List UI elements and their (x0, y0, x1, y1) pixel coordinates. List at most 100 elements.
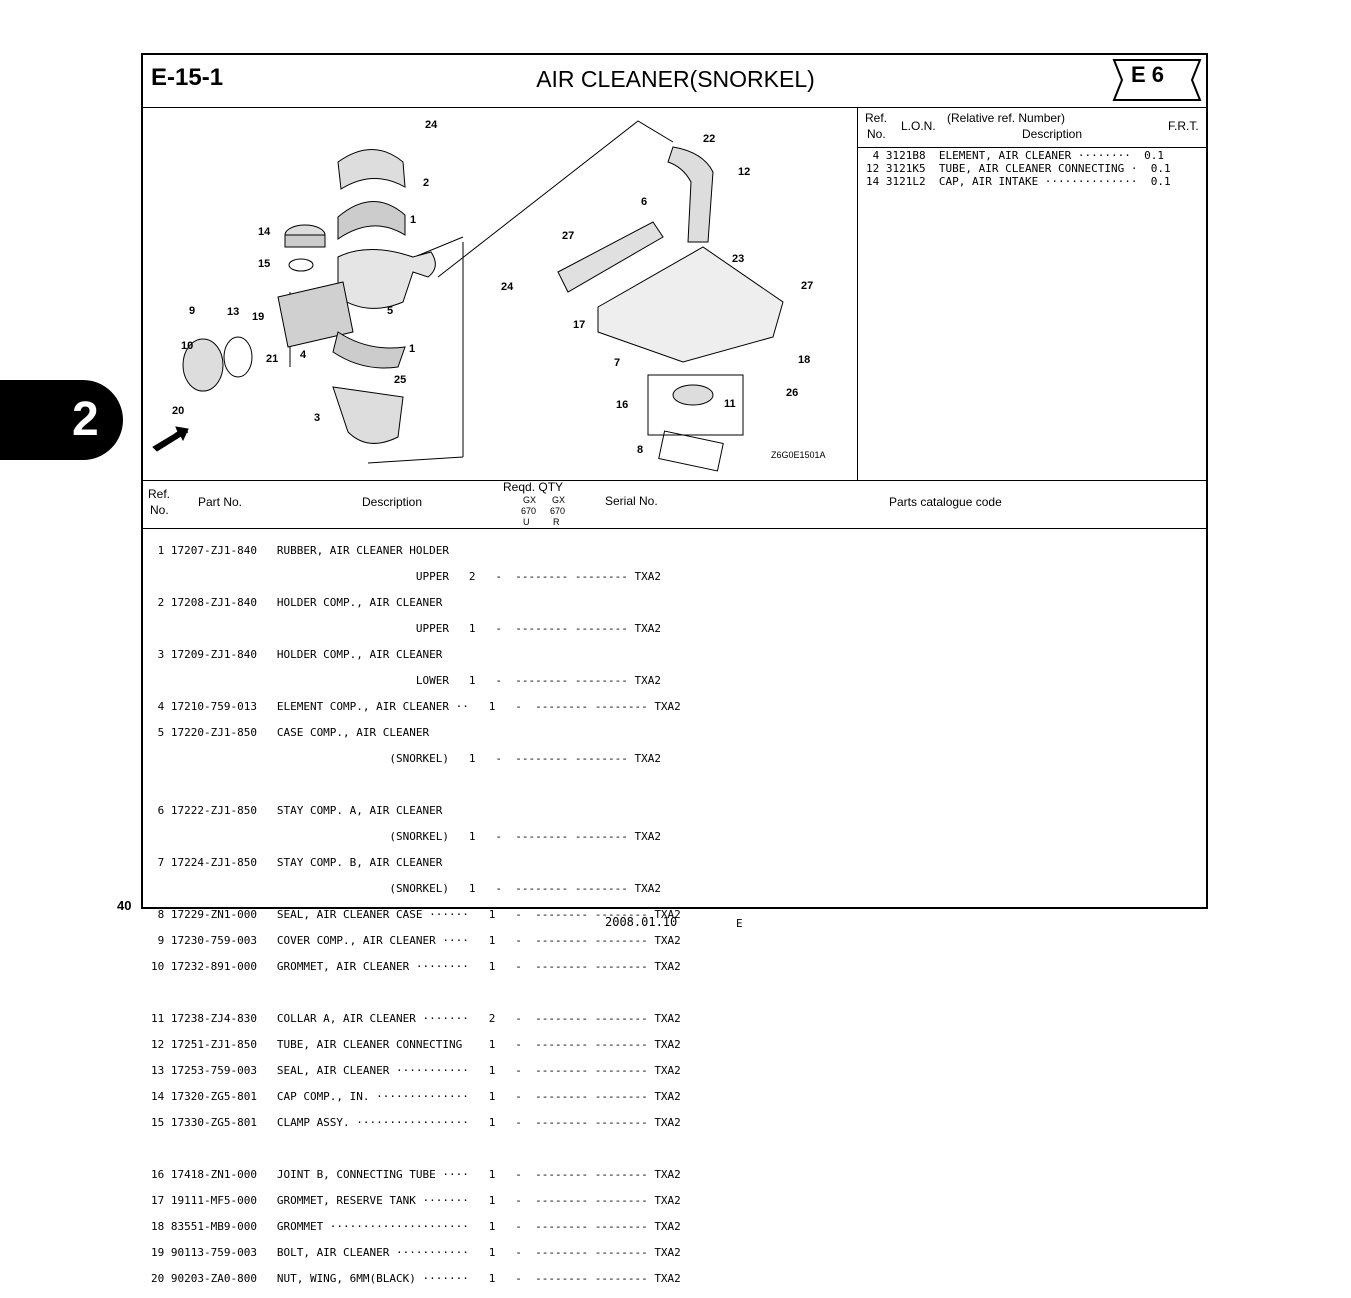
page-title: AIR CLEANER(SNORKEL) (536, 66, 815, 92)
callout-label: 12 (738, 166, 751, 178)
diagram-code: Z6G0E1501A (771, 450, 826, 460)
parts-line (151, 778, 681, 791)
frt-ref-header: Ref. (865, 111, 888, 125)
callout-label: 3 (314, 412, 321, 424)
parts-line: 19 90113-759-003 BOLT, AIR CLEANER ·····… (151, 1246, 681, 1259)
callout-label: 26 (786, 387, 799, 399)
model-header: U (523, 517, 530, 527)
model-header: R (553, 517, 560, 527)
description-header: Description (362, 495, 423, 509)
callout-label: 5 (387, 305, 394, 317)
callout-label: 24 (501, 281, 514, 293)
parts-line: UPPER 2 - -------- -------- TXA2 (151, 570, 661, 583)
page-frame (141, 53, 1208, 909)
parts-line: 13 17253-759-003 SEAL, AIR CLEANER ·····… (151, 1064, 681, 1077)
parts-line: LOWER 1 - -------- -------- TXA2 (151, 674, 661, 687)
parts-line: 5 17220-ZJ1-850 CASE COMP., AIR CLEANER (151, 726, 430, 739)
parts-line: 8 17229-ZN1-000 SEAL, AIR CLEANER CASE ·… (151, 908, 681, 921)
frt-no-header: No. (867, 127, 886, 141)
frt-row: 4 3121B8 ELEMENT, AIR CLEANER ········ 0… (866, 149, 1165, 162)
callout-label: 20 (172, 405, 185, 417)
parts-line: 2 17208-ZJ1-840 HOLDER COMP., AIR CLEANE… (151, 596, 443, 609)
frt-row: 14 3121L2 CAP, AIR INTAKE ··············… (866, 175, 1171, 188)
holder-lower-part (332, 386, 404, 444)
parts-list: 1 17207-ZJ1-840 RUBBER, AIR CLEANER HOLD… (151, 531, 681, 1298)
reqd-qty-header: Reqd. QTY (503, 480, 564, 494)
rubber-upper-part (337, 201, 406, 240)
exploded-parts-diagram (152, 120, 784, 472)
callout-label: 13 (227, 306, 240, 318)
parts-line: (SNORKEL) 1 - -------- -------- TXA2 (151, 752, 661, 765)
parts-line: 4 17210-759-013 ELEMENT COMP., AIR CLEAN… (151, 700, 681, 713)
frt-lon-header: L.O.N. (901, 119, 936, 133)
callout-label: 4 (300, 349, 307, 361)
callout-label: 25 (394, 374, 407, 386)
catalogue-code-header: Parts catalogue code (889, 495, 1002, 509)
callout-label: 1 (410, 214, 417, 226)
parts-line: 9 17230-759-003 COVER COMP., AIR CLEANER… (151, 934, 681, 947)
parts-no-header: No. (150, 503, 169, 517)
model-header: GX (552, 495, 566, 505)
section-tab-number: 2 (72, 393, 99, 446)
parts-line: 12 17251-ZJ1-850 TUBE, AIR CLEANER CONNE… (151, 1038, 681, 1051)
parts-line: (SNORKEL) 1 - -------- -------- TXA2 (151, 882, 661, 895)
parts-line: 17 19111-MF5-000 GROMMET, RESERVE TANK ·… (151, 1194, 681, 1207)
parts-line (151, 986, 681, 999)
frt-row: 12 3121K5 TUBE, AIR CLEANER CONNECTING ·… (866, 162, 1171, 175)
callout-label: 14 (258, 226, 271, 238)
model-header: 670 (550, 506, 566, 516)
callout-label: 18 (798, 354, 811, 366)
connecting-tube-part (667, 146, 714, 243)
air-cleaner-cover-part (182, 338, 224, 392)
parts-line: 16 17418-ZN1-000 JOINT B, CONNECTING TUB… (151, 1168, 681, 1181)
part-number-header: Part No. (198, 495, 243, 509)
parts-line: 14 17320-ZG5-801 CAP COMP., IN. ········… (151, 1090, 681, 1103)
parts-line: 15 17330-ZG5-801 CLAMP ASSY. ···········… (151, 1116, 681, 1129)
parts-ref-header: Ref. (148, 487, 171, 501)
section-badge-frame (1112, 59, 1202, 101)
callout-label: 7 (614, 357, 621, 369)
callout-label: 21 (266, 353, 279, 365)
stay-a-part (557, 221, 664, 293)
callout-label: 11 (724, 398, 736, 410)
section-code: E 6 (1131, 62, 1165, 87)
callout-label: 23 (732, 253, 745, 265)
callout-label: 27 (801, 280, 814, 292)
frt-header: F.R.T. (1168, 119, 1199, 133)
section-tab (0, 380, 123, 460)
callout-label: 27 (562, 230, 575, 242)
callout-label: 1 (409, 343, 416, 355)
page-code: E-15-1 (151, 64, 224, 91)
parts-line: (SNORKEL) 1 - -------- -------- TXA2 (151, 830, 661, 843)
parts-line: 20 90203-ZA0-800 NUT, WING, 6MM(BLACK) ·… (151, 1272, 681, 1285)
page-number: 40 (117, 898, 132, 913)
footer-lang: E (736, 917, 743, 930)
callout-label: 17 (573, 319, 586, 331)
callout-label: 24 (425, 119, 438, 131)
callout-label: 22 (703, 133, 716, 145)
callout-label: 15 (258, 258, 271, 270)
parts-line: 1 17207-ZJ1-840 RUBBER, AIR CLEANER HOLD… (151, 544, 450, 557)
air-cleaner-case-part (337, 249, 436, 309)
parts-line (151, 1142, 681, 1155)
parts-line: 18 83551-MB9-000 GROMMET ···············… (151, 1220, 681, 1233)
callout-label: 9 (189, 305, 196, 317)
parts-line: 11 17238-ZJ4-830 COLLAR A, AIR CLEANER ·… (151, 1012, 681, 1025)
parts-line: 3 17209-ZJ1-840 HOLDER COMP., AIR CLEANE… (151, 648, 443, 661)
callout-label: 10 (181, 340, 194, 352)
callout-label: 19 (252, 311, 265, 323)
frt-description-header: Description (1022, 127, 1083, 141)
parts-line: 7 17224-ZJ1-850 STAY COMP. B, AIR CLEANE… (151, 856, 443, 869)
callout-label: 2 (423, 177, 430, 189)
parts-line: 10 17232-891-000 GROMMET, AIR CLEANER ··… (151, 960, 681, 973)
footer-date: 2008.01.10 (605, 915, 678, 929)
air-cleaner-element-part (277, 281, 354, 348)
front-direction-arrow (152, 426, 189, 452)
serial-header: Serial No. (605, 494, 658, 508)
parts-line: 6 17222-ZJ1-850 STAY COMP. A, AIR CLEANE… (151, 804, 443, 817)
callout-label: 16 (616, 399, 629, 411)
frt-relative-header: (Relative ref. Number) (947, 111, 1066, 125)
parts-line: UPPER 1 - -------- -------- TXA2 (151, 622, 661, 635)
model-header: 670 (521, 506, 537, 516)
model-header: GX (523, 495, 537, 505)
